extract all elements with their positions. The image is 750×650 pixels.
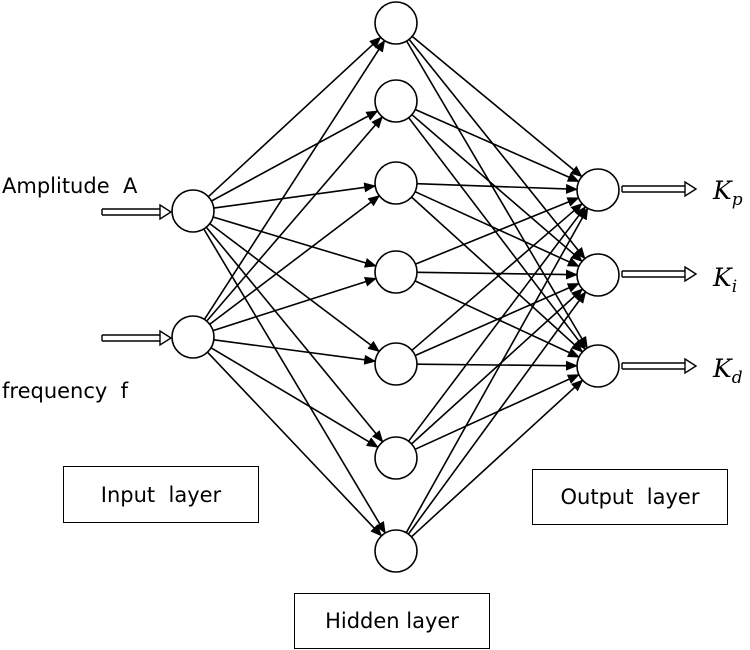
- edge-input-2-hidden-7: [206, 351, 383, 537]
- edge-hidden-3-output-3: [411, 196, 584, 353]
- edge-input-2-hidden-3: [209, 195, 381, 325]
- edge-hidden-3-output-1: [416, 182, 578, 194]
- edge-hidden-6-output-1: [407, 206, 587, 442]
- edge-input-1-hidden-6: [205, 226, 384, 443]
- edge-hidden-5-output-3: [416, 360, 578, 371]
- output-label-kp: Kp: [713, 178, 743, 209]
- output-subscript: p: [731, 190, 743, 210]
- edge-input-1-hidden-7: [203, 228, 386, 534]
- output-symbol: K: [713, 354, 732, 383]
- input-label-frequency: frequency f: [2, 379, 129, 403]
- output-subscript: d: [731, 368, 743, 388]
- edge-hidden-7-output-1: [405, 207, 589, 534]
- output-layer-box: Output layer: [532, 469, 728, 525]
- hidden-node-6: [374, 436, 418, 480]
- output-node-1: [576, 168, 620, 212]
- hidden-node-5: [374, 342, 418, 386]
- hidden-node-2: [374, 79, 418, 123]
- input-arrow-frequency: [101, 329, 173, 347]
- input-arrow-amplitude: [101, 203, 173, 221]
- edge-input-1-hidden-4: [212, 216, 377, 268]
- edge-hidden-1-output-3: [406, 40, 588, 349]
- output-label-kd: Kd: [713, 356, 743, 387]
- input-node-1: [171, 189, 215, 233]
- hidden-node-4: [374, 250, 418, 294]
- edge-input-1-hidden-2: [211, 110, 379, 202]
- input-label-amplitude: Amplitude A: [2, 174, 138, 198]
- edge-input-2-hidden-5: [213, 339, 377, 365]
- output-label-ki: Ki: [713, 265, 737, 296]
- edge-input-2-hidden-6: [210, 347, 379, 448]
- edge-hidden-5-output-2: [414, 282, 580, 357]
- hidden-node-1: [374, 1, 418, 45]
- edge-hidden-5-output-1: [411, 203, 583, 351]
- hidden-node-3: [374, 161, 418, 205]
- edge-input-2-hidden-1: [203, 39, 386, 320]
- edge-input-2-hidden-2: [206, 116, 383, 322]
- edge-hidden-6-output-2: [411, 288, 584, 445]
- input-layer-box: Input layer: [63, 466, 259, 523]
- output-subscript: i: [731, 277, 738, 297]
- hidden-node-7: [374, 529, 418, 573]
- output-arrow-ki: [621, 265, 698, 283]
- edge-hidden-4-output-1: [415, 197, 580, 265]
- edge-input-1-hidden-5: [209, 222, 380, 353]
- edge-input-1-hidden-3: [213, 182, 377, 209]
- edge-input-1-hidden-1: [207, 36, 382, 198]
- output-arrow-kp: [621, 180, 698, 198]
- output-arrow-kd: [621, 357, 698, 375]
- edge-hidden-2-output-1: [414, 108, 580, 183]
- input-node-2: [171, 315, 215, 359]
- edge-hidden-1-output-1: [411, 35, 583, 178]
- edge-hidden-2-output-3: [408, 117, 586, 351]
- edge-hidden-7-output-3: [410, 379, 584, 538]
- edge-hidden-3-output-2: [414, 190, 580, 268]
- edge-hidden-2-output-2: [411, 114, 583, 262]
- output-symbol: K: [713, 176, 732, 205]
- edge-input-2-hidden-4: [212, 276, 377, 332]
- edge-hidden-1-output-2: [408, 38, 586, 260]
- hidden-layer-box: Hidden layer: [294, 593, 490, 649]
- edge-hidden-7-output-2: [407, 291, 587, 535]
- output-node-2: [576, 253, 620, 297]
- output-symbol: K: [713, 263, 732, 292]
- output-node-3: [576, 344, 620, 388]
